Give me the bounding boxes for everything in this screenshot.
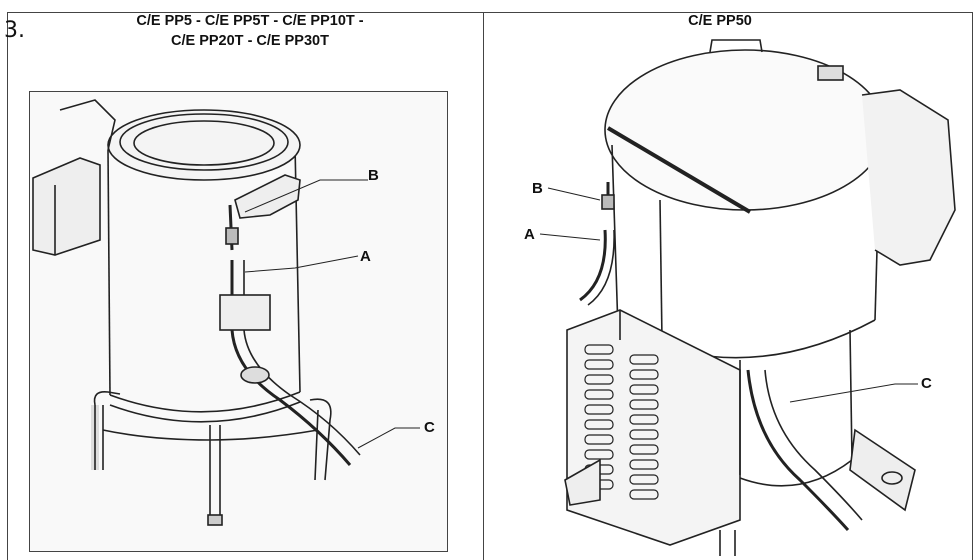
right-panel-title: C/E PP50 — [688, 13, 752, 29]
left-panel-title-line2: C/E PP20T - C/E PP30T — [171, 33, 329, 49]
right-label-b: B — [532, 180, 543, 197]
left-label-c: C — [424, 419, 435, 436]
panel-divider — [483, 12, 484, 560]
left-panel-title-line1: C/E PP5 - C/E PP5T - C/E PP10T - — [136, 13, 364, 29]
right-label-a: A — [524, 226, 535, 243]
figure-number: 3. — [4, 18, 25, 43]
left-label-b: B — [368, 167, 379, 184]
right-label-c: C — [921, 375, 932, 392]
figure-frame — [7, 12, 973, 560]
left-label-a: A — [360, 248, 371, 265]
